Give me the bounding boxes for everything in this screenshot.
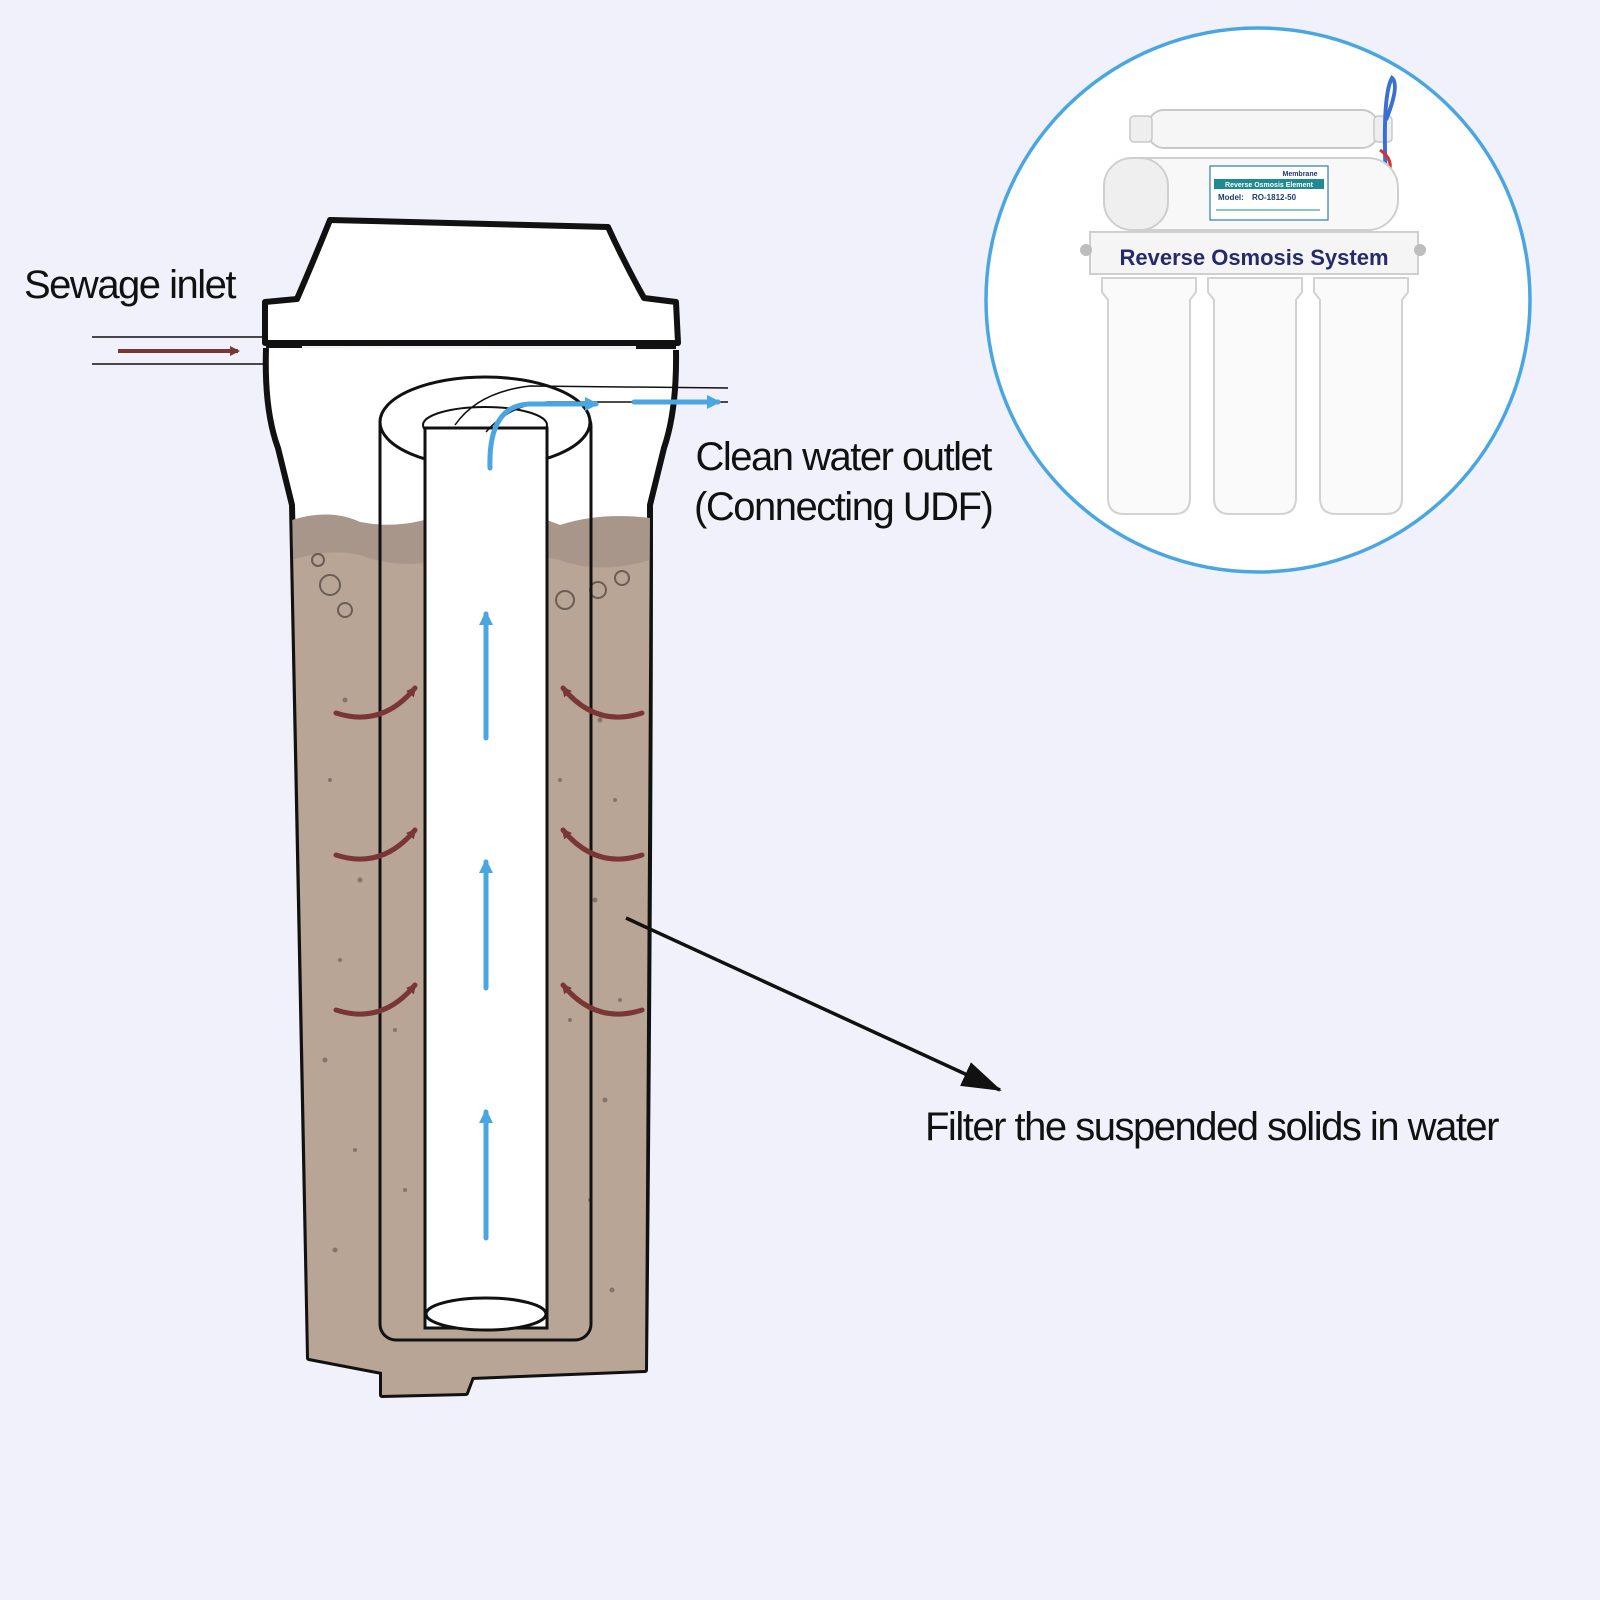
canister xyxy=(1207,277,1303,515)
inflow-arrow xyxy=(560,685,645,720)
membrane-label: Membrane Reverse Osmosis Element Model: … xyxy=(1209,165,1329,221)
clean-water-outlet-line2: (Connecting UDF) xyxy=(694,485,994,529)
inflow-arrow xyxy=(560,982,645,1017)
filter-canisters xyxy=(1101,277,1409,515)
svg-text:Membrane: Membrane xyxy=(1282,171,1317,178)
clean-water-outlet-label: Clean water outlet (Connecting UDF) xyxy=(694,432,994,532)
inflow-arrow xyxy=(333,982,418,1017)
sewage-inlet-label: Sewage inlet xyxy=(24,263,237,307)
svg-text:RO-1812-50: RO-1812-50 xyxy=(1252,193,1297,202)
inflow-arrow xyxy=(333,685,418,720)
mounting-bracket xyxy=(1089,231,1419,275)
core-bottom xyxy=(424,1296,548,1332)
svg-text:Model:: Model: xyxy=(1218,193,1244,202)
inflow-arrow xyxy=(333,827,418,862)
housing-cap xyxy=(262,217,681,346)
svg-text:Reverse Osmosis Element: Reverse Osmosis Element xyxy=(1225,182,1314,189)
inflow-arrow xyxy=(560,827,645,862)
clean-water-outlet-line1: Clean water outlet xyxy=(695,435,992,479)
canister xyxy=(1101,277,1197,515)
canister xyxy=(1313,277,1409,515)
ro-system-inset: Membrane Reverse Osmosis Element Model: … xyxy=(984,26,1532,574)
clean-flow-arrows xyxy=(479,395,721,1241)
post-filter-tube xyxy=(1147,109,1379,149)
annotation-pointer xyxy=(625,916,1002,1092)
inset-title: Reverse Osmosis System xyxy=(1119,245,1388,270)
inflow-arrows xyxy=(333,685,645,1017)
outlet-turn-arrow xyxy=(487,397,599,471)
sewage-inlet-arrow xyxy=(92,336,264,365)
filter-description-label: Filter the suspended solids in water xyxy=(925,1105,1500,1149)
